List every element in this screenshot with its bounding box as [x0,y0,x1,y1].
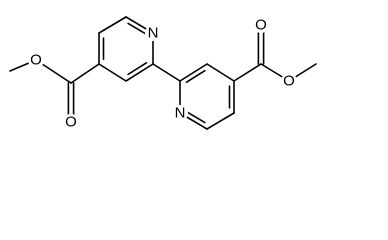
bond-left-c6-c5-inner [127,62,148,76]
atom-background-o_methoxy_left [28,52,44,68]
bond-right-c6-c5 [179,63,208,82]
atom-label-n_ring_left: N [148,25,159,42]
bond-right-c3-c2 [206,112,235,130]
atom-label-o_carbonyl_right: O [255,17,267,34]
atom-background-o_carbonyl_left [63,114,79,130]
bond-left-ring-carbonyl [70,63,100,84]
bond-right-ring-carbonyl [233,63,262,82]
bond-left-c6-c5 [125,63,154,82]
atom-label-o_carbonyl_left: O [65,114,77,131]
bond-left-c3-c2 [98,16,127,34]
bond-right-c5-c4 [206,63,235,82]
atom-label-o_methoxy_left: O [30,52,42,69]
bond-right-c2-n-inner [185,110,206,124]
atom-background-n_ring_right [172,105,188,121]
bond-left-c2-n-inner [127,22,148,36]
atom-background-o_methoxy_right [281,73,297,89]
bond-lines [9,16,317,130]
atom-label-o_methoxy_right: O [283,73,295,90]
atom-labels: O O N N O O [28,17,297,131]
bond-biaryl [152,63,181,82]
atom-background-n_ring_left [145,25,161,41]
bipyridine-dicarboxylate-structure: O O N N O O [9,16,317,131]
atom-background-o_carbonyl_right [253,17,269,33]
bond-right-c6-c5-inner [185,69,206,84]
bond-left-c5-c4 [98,63,127,82]
atom-label-n_ring_right: N [175,105,186,122]
